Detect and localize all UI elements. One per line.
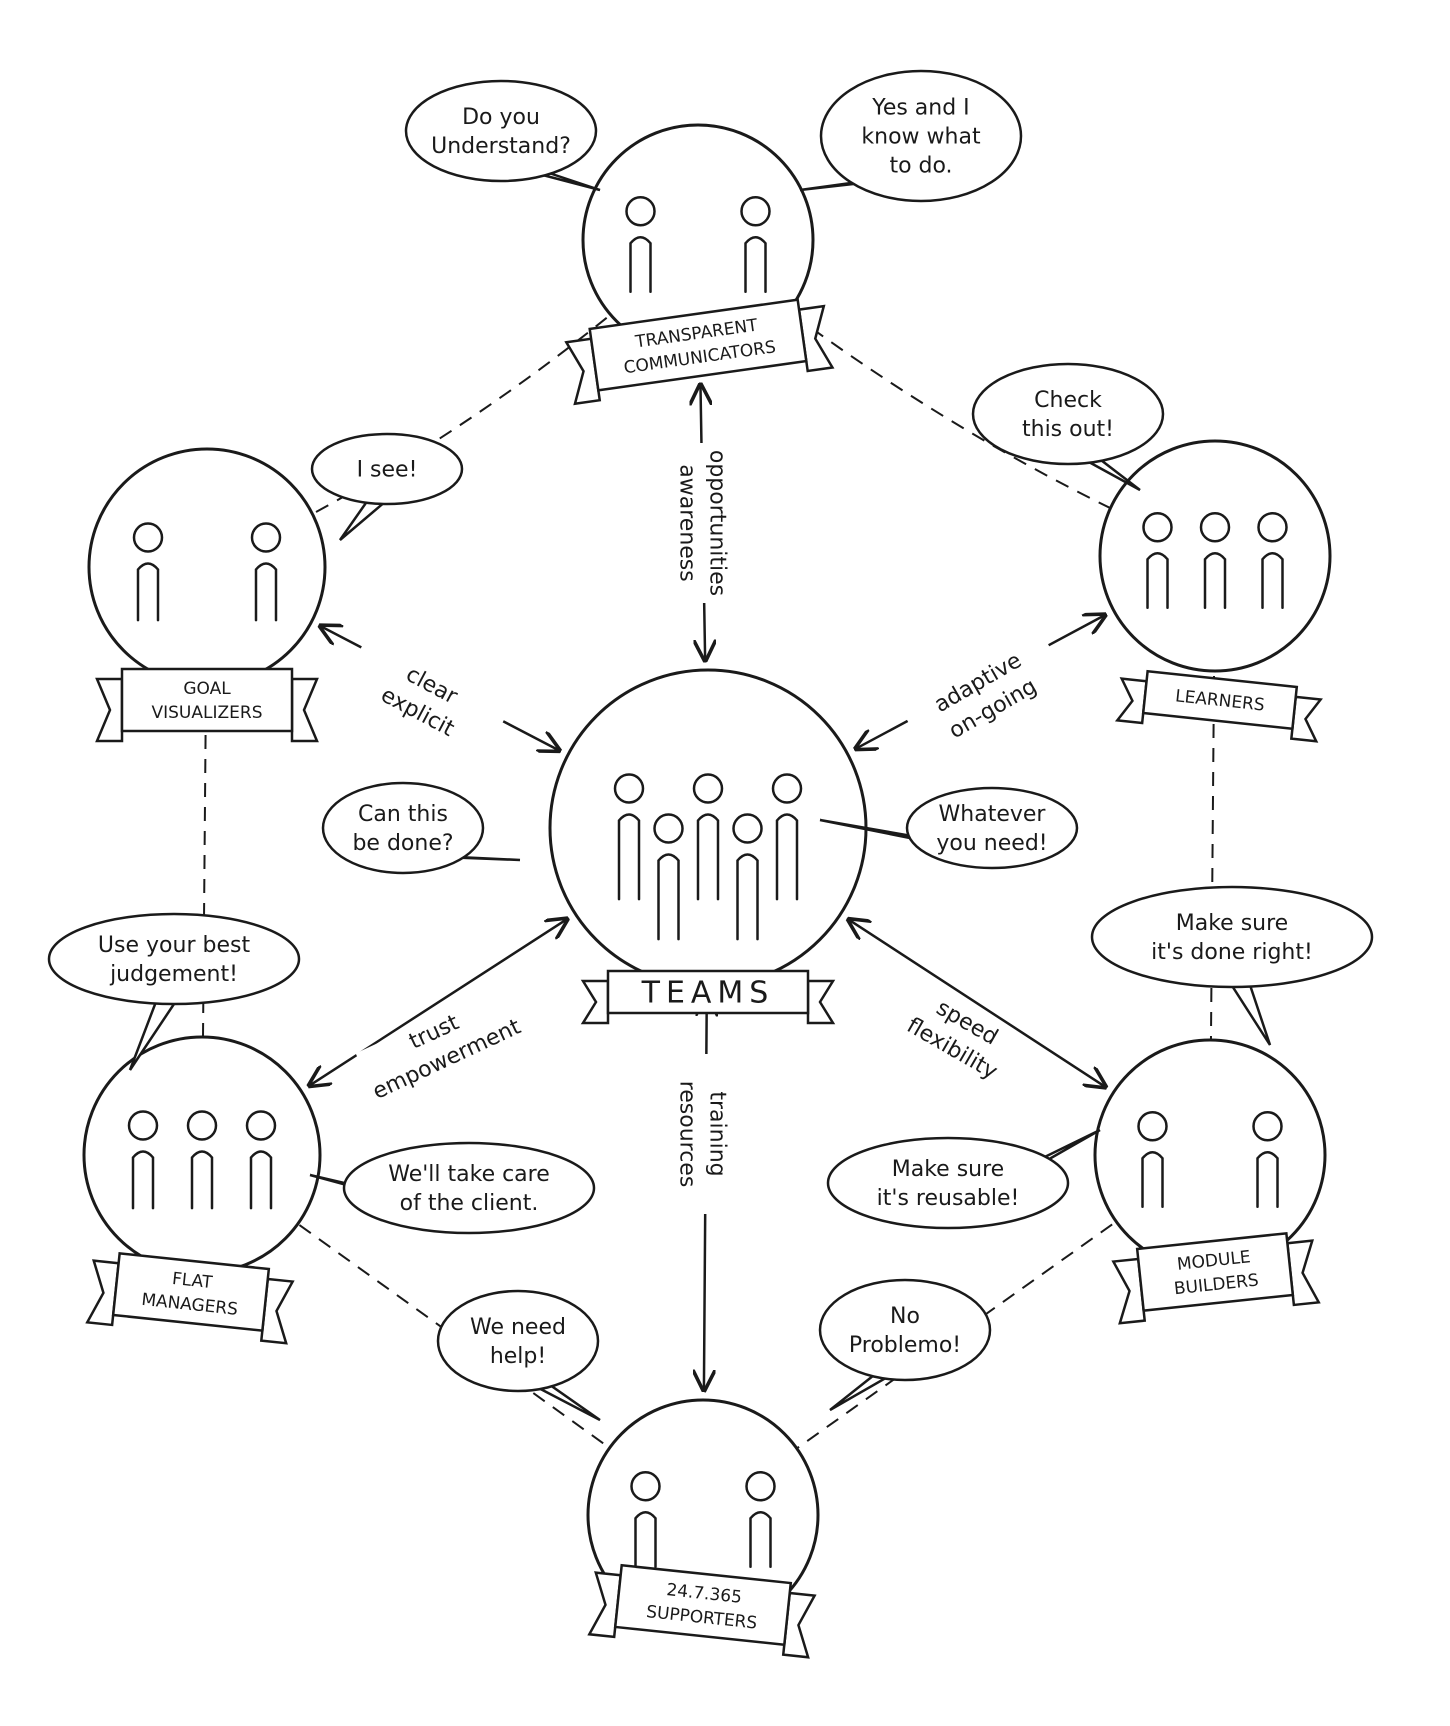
bubble-text: Problemo!	[849, 1333, 961, 1358]
bubble-text: it's reusable!	[877, 1186, 1020, 1211]
edge-label-text: opportunities	[704, 450, 729, 596]
communicators-figures-illustration	[625, 196, 771, 293]
bubble-text: this out!	[1022, 417, 1114, 442]
builders-figures-illustration	[1137, 1111, 1283, 1208]
speech-bubble-know: Yes and I know what to do.	[799, 69, 1023, 203]
teams-label: TEAMS	[641, 976, 775, 1011]
supporters-figures-illustration	[630, 1471, 776, 1568]
speech-bubble-judgement: Use your best judgement!	[47, 912, 301, 1071]
arrow-teams-builders	[849, 920, 1105, 1087]
learners-banner: LEARNERS	[1114, 669, 1323, 743]
bubble-text: you need!	[936, 831, 1047, 856]
node-visualizers: GOAL VISUALIZERS	[87, 447, 327, 743]
bubble-text: it's done right!	[1151, 940, 1313, 965]
speech-bubble-help: We need help!	[436, 1289, 601, 1422]
bubble-text: We'll take care	[388, 1162, 550, 1187]
managers-figures-illustration	[127, 1110, 277, 1210]
teams-circle	[548, 668, 868, 988]
managers-circle	[82, 1035, 322, 1275]
visualizers-label: VISUALIZERS	[152, 703, 263, 723]
bubble-text: Can this	[358, 802, 448, 827]
managers-label: FLAT	[171, 1269, 214, 1293]
bubble-text: Make sure	[892, 1157, 1004, 1182]
visualizers-figures-illustration	[132, 522, 282, 622]
learners-figures-illustration	[1142, 512, 1288, 609]
edge-label-text: awareness	[674, 464, 699, 581]
visualizers-label: GOAL	[183, 679, 231, 699]
teams-figures-illustration	[613, 773, 803, 941]
bubble-text: I see!	[357, 458, 418, 483]
bubble-text: Whatever	[939, 802, 1047, 827]
edge-label-text: training	[704, 1091, 729, 1176]
bubble-text: Make sure	[1176, 911, 1288, 936]
speech-bubble-check: Check this out!	[971, 362, 1165, 492]
speech-bubble-canthis: Can this be done?	[321, 781, 521, 875]
bubble-text: No	[890, 1304, 920, 1329]
edge-label-text: resources	[674, 1081, 699, 1188]
bubble-text: Understand?	[431, 134, 571, 159]
bubble-text: help!	[490, 1344, 546, 1369]
visualizers-circle	[87, 447, 327, 687]
bubble-text: know what	[861, 125, 981, 150]
speech-bubble-client: We'll take care of the client.	[309, 1141, 596, 1235]
bubble-text: Use your best	[98, 933, 251, 958]
node-teams: TEAMS	[548, 668, 868, 1025]
bubble-text: be done?	[352, 831, 453, 856]
teams-banner: TEAMS	[580, 969, 836, 1025]
visualizers-banner: GOAL VISUALIZERS	[95, 667, 319, 743]
bubble-text: Do you	[462, 105, 540, 130]
node-learners: LEARNERS	[1098, 439, 1332, 743]
bubble-text: Check	[1034, 388, 1102, 413]
builders-circle	[1093, 1038, 1327, 1272]
bubble-text: to do.	[889, 154, 952, 179]
speech-bubble-reusable: Make sure it's reusable!	[826, 1128, 1101, 1230]
bubble-text: of the client.	[400, 1191, 539, 1216]
bubble-text: Yes and I	[871, 96, 969, 121]
learners-circle	[1098, 439, 1332, 673]
bubble-text: We need	[470, 1315, 566, 1340]
speech-bubble-isee: I see!	[310, 432, 464, 541]
bubble-text: judgement!	[109, 962, 238, 987]
arrow-teams-managers	[310, 919, 567, 1085]
speech-bubble-whatever: Whatever you need!	[819, 786, 1079, 870]
speech-bubble-doneright: Make sure it's done right!	[1090, 885, 1374, 1046]
